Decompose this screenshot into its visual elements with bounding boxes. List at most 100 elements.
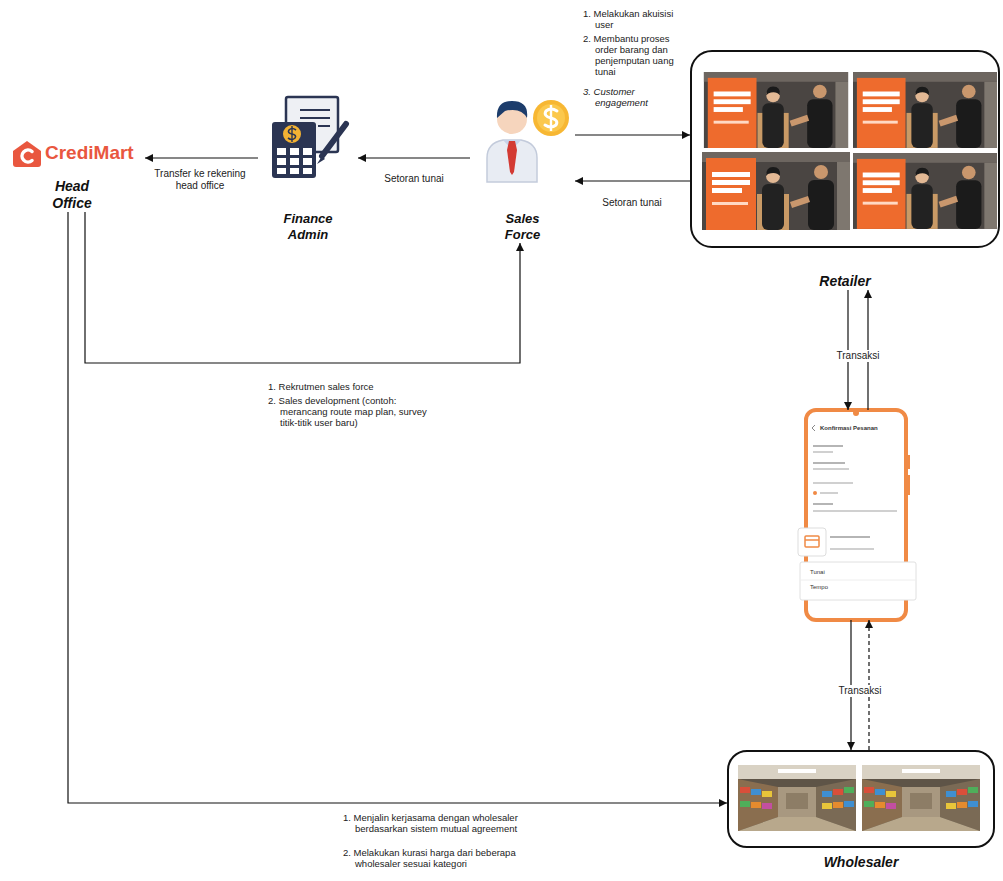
note-text: 1. Rekrutmen sales force bbox=[268, 381, 433, 392]
phone-illustration bbox=[853, 410, 859, 416]
finance-admin-icon bbox=[303, 168, 312, 174]
edge-label: Transaksi bbox=[835, 350, 882, 362]
edge-label-holder: Setoran tunai bbox=[592, 192, 672, 210]
phone-illustration bbox=[805, 539, 819, 541]
finance-admin-icon bbox=[277, 158, 286, 165]
wholesaler-outline bbox=[727, 750, 995, 848]
finance-admin-icon bbox=[277, 168, 286, 174]
node-text: Wholesaler bbox=[727, 853, 995, 871]
connector-group bbox=[68, 135, 869, 803]
note-text: 1. Menjalin kerjasama dengan wholesaler … bbox=[343, 812, 533, 834]
node-text: Tunai bbox=[806, 568, 906, 576]
phone-illustration bbox=[907, 455, 910, 469]
node-text: Konfirmasi Pesanan bbox=[806, 424, 906, 432]
phone-illustration bbox=[805, 536, 819, 547]
retailer-photos bbox=[853, 153, 997, 229]
finance-admin-icon bbox=[317, 156, 325, 164]
flow-arrow bbox=[85, 212, 520, 363]
sales-force-icon bbox=[487, 140, 537, 182]
finance-admin-icon bbox=[282, 124, 302, 144]
note-text: 2. Melakukan kurasi harga dari beberapa … bbox=[343, 847, 533, 869]
flow-arrow bbox=[358, 157, 470, 158]
sales-force-icon bbox=[537, 104, 565, 132]
edge-label-holder: Transfer ke rekening head office bbox=[147, 168, 253, 193]
node-text: Tempo bbox=[806, 583, 906, 591]
note-text: 1. Melakukan akuisisi user bbox=[583, 8, 683, 30]
finance-admin-node: Finance Admin bbox=[258, 90, 358, 243]
sales-force-icon bbox=[533, 100, 569, 136]
finance-admin-icon bbox=[303, 148, 312, 155]
phone-illustration bbox=[813, 510, 897, 512]
wholesaler-photos bbox=[738, 765, 980, 831]
phone-illustration bbox=[798, 410, 916, 620]
finance-admin-icon bbox=[303, 158, 312, 165]
note-holder: 2. Melakukan kurasi harga dari beberapa … bbox=[343, 847, 533, 869]
note-holder: 3. Customer engagement bbox=[583, 86, 683, 108]
note-holder: 1. Melakukan akuisisi user bbox=[583, 8, 683, 30]
phone-illustration bbox=[813, 491, 817, 495]
retailer-photos bbox=[702, 72, 997, 230]
phone-app-node: Konfirmasi PesananTunaiTempo bbox=[806, 410, 906, 620]
retailer-node: Retailer bbox=[690, 50, 1000, 290]
phone-illustration bbox=[798, 528, 826, 556]
retailer-outline bbox=[690, 50, 1000, 248]
phone-illustration bbox=[812, 425, 815, 431]
wholesaler-photos bbox=[862, 765, 980, 831]
phone-illustration bbox=[813, 462, 845, 464]
edge-label: Transfer ke rekening head office bbox=[147, 168, 253, 192]
node-text: Head Office bbox=[42, 178, 102, 212]
finance-admin-icon bbox=[318, 125, 330, 127]
phone-illustration bbox=[813, 503, 833, 505]
phone-illustration bbox=[830, 536, 870, 538]
finance-admin-icon bbox=[290, 148, 299, 155]
credimart-logo-icon bbox=[22, 150, 32, 162]
phone-illustration bbox=[813, 451, 833, 453]
note-holder: 1. Menjalin kerjasama dengan wholesaler … bbox=[343, 812, 533, 834]
phone-illustration bbox=[813, 468, 849, 470]
phone-illustration bbox=[830, 548, 874, 550]
edge-label-holder: Transaksi bbox=[828, 345, 888, 363]
node-text: CrediMart bbox=[10, 138, 145, 168]
node-text: Retailer bbox=[690, 272, 1000, 290]
node-text: Sales Force bbox=[493, 211, 553, 243]
credimart-logo-icon bbox=[13, 141, 41, 167]
sales-force-icon bbox=[497, 101, 527, 118]
finance-admin-icon bbox=[272, 97, 346, 178]
phone-illustration bbox=[813, 445, 843, 447]
edge-label-holder: Setoran tunai bbox=[374, 168, 454, 186]
finance-admin-icon bbox=[277, 148, 286, 155]
finance-admin-icon bbox=[272, 122, 316, 178]
flow-arrow bbox=[575, 180, 690, 181]
finance-admin-icon bbox=[322, 124, 346, 156]
edge-label: Transaksi bbox=[837, 685, 884, 697]
wholesaler-photos bbox=[738, 765, 856, 831]
note-holder: 2. Membantu proses order barang dan penj… bbox=[583, 33, 683, 77]
note-text: 3. Customer engagement bbox=[583, 86, 683, 108]
phone-illustration bbox=[907, 475, 910, 495]
retailer-photos bbox=[704, 72, 848, 148]
finance-admin-icon bbox=[290, 158, 299, 165]
node-text: Finance Admin bbox=[272, 211, 344, 243]
edge-label-holder: Transaksi bbox=[830, 680, 890, 698]
phone-illustration bbox=[800, 580, 916, 581]
note-holder: 1. Rekrutmen sales force bbox=[268, 381, 433, 392]
flow-arrow bbox=[145, 157, 258, 158]
sales-force-icon bbox=[487, 100, 569, 182]
flow-arrow bbox=[68, 212, 727, 803]
note-text: 2. Sales development (contoh: merancang … bbox=[268, 395, 433, 428]
retailer-photos bbox=[702, 152, 850, 230]
sales-force-icon bbox=[507, 141, 517, 175]
finance-admin-icon bbox=[300, 109, 330, 111]
note-holder: 2. Sales development (contoh: merancang … bbox=[268, 395, 433, 428]
wholesaler-node: Wholesaler bbox=[727, 750, 995, 871]
head-office-node: CrediMartHead Office bbox=[10, 138, 145, 212]
retailer-photos bbox=[853, 72, 997, 148]
phone-illustration bbox=[813, 482, 853, 484]
sales-force-icon bbox=[550, 105, 552, 131]
finance-admin-icon bbox=[291, 126, 292, 142]
phone-illustration bbox=[800, 562, 916, 600]
edge-label: Setoran tunai bbox=[600, 197, 664, 209]
